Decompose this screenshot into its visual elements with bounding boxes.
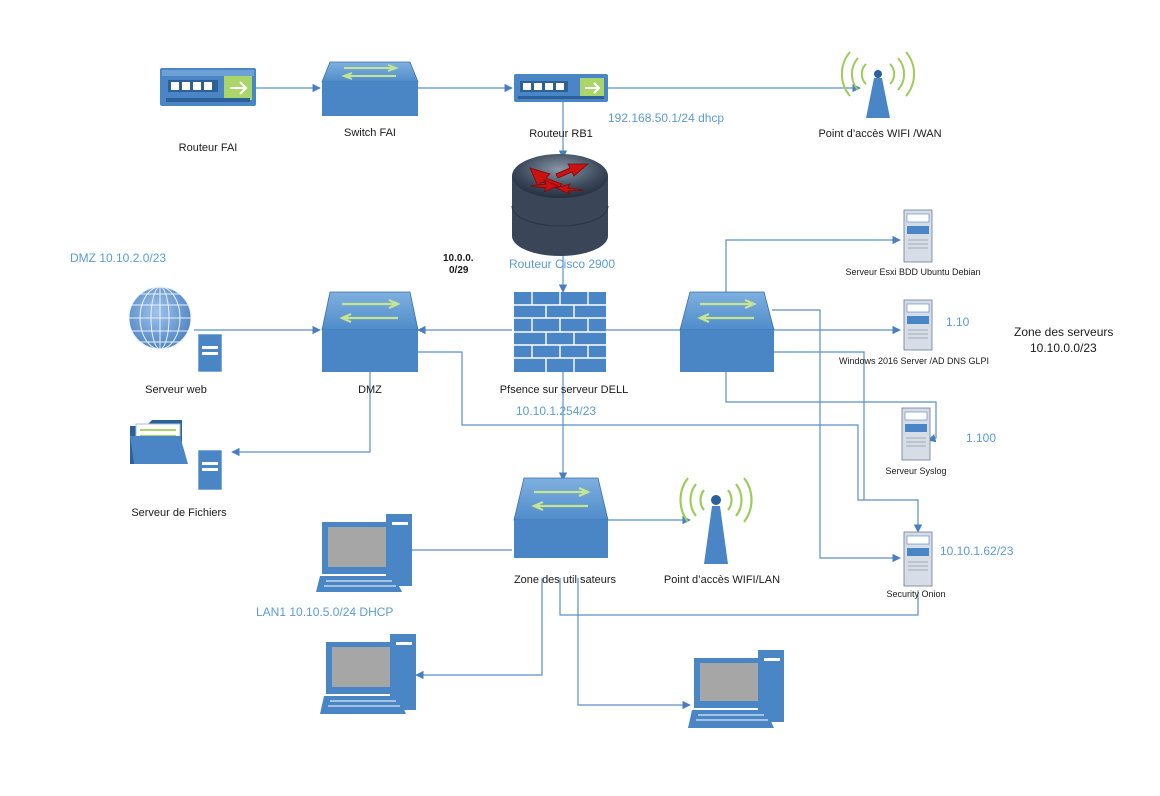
- transit-net-line1: 10.0.0.: [443, 253, 474, 264]
- wifi-wan-label: Point d’accès WIFI /WAN: [818, 128, 941, 140]
- pfsense-firewall[interactable]: Pfsence sur serveur DELL 10.10.1.254/23: [500, 292, 628, 418]
- dmz-switch[interactable]: DMZ: [321, 291, 419, 396]
- syslog-ip-label: 1.100: [966, 431, 996, 445]
- onion-ip-label: 10.10.1.62/23: [940, 544, 1014, 558]
- user-zone-label: Zone des util sateurs: [514, 574, 617, 586]
- onion-label: Security Onion: [886, 589, 945, 599]
- user-switch[interactable]: Zone des util sateurs: [513, 477, 617, 586]
- switch-icon: [513, 477, 609, 558]
- cisco-router-icon: [511, 154, 609, 256]
- workstation-2[interactable]: [320, 634, 416, 714]
- web-server[interactable]: Serveur web: [128, 286, 223, 396]
- switch-icon: [321, 61, 419, 116]
- switch-icon: [679, 291, 775, 372]
- windows-ip-label: 1.10: [946, 315, 970, 329]
- router-rb1[interactable]: Routeur RB1 192.168.50.1/24 dhcp: [514, 74, 724, 140]
- file-server[interactable]: Serveur de Fichiers: [130, 420, 227, 519]
- wifi-antenna-icon: [679, 477, 753, 564]
- link-users-onion: [559, 578, 919, 616]
- folder-icon: [130, 420, 188, 464]
- file-server-label: Serveur de Fichiers: [131, 507, 227, 519]
- router-rb1-label: Routeur RB1: [529, 128, 593, 140]
- server-tower-icon: [197, 333, 223, 373]
- server-tower-icon: [903, 209, 933, 263]
- server-zone-line2: 10.10.0.0/23: [1030, 341, 1097, 355]
- workstation-icon: [688, 650, 784, 728]
- esxi-server[interactable]: Serveur Esxi BDD Ubuntu Debian: [845, 209, 981, 277]
- link-users-pc3: [577, 578, 691, 710]
- dmz-net-label: DMZ 10.10.2.0/23: [70, 251, 166, 265]
- server-tower-icon: [903, 531, 933, 587]
- workstation-icon: [320, 634, 416, 714]
- router-icon: [514, 74, 608, 102]
- security-onion[interactable]: Security Onion 10.10.1.62/23: [886, 531, 1014, 599]
- firewall-icon: [514, 292, 606, 372]
- link-sw-esxi: [725, 235, 901, 304]
- router-cisco[interactable]: Routeur Cisco 2900: [509, 154, 615, 271]
- wifi-lan-label: Point d’accès WIFI/LAN: [664, 574, 780, 586]
- windows-server[interactable]: Windows 2016 Server /AD DNS GLPI 1.10: [839, 299, 989, 366]
- transit-net-line2: 0/29: [449, 265, 469, 276]
- wifi-antenna-icon: [840, 51, 916, 118]
- dmz-switch-label: DMZ: [358, 384, 382, 396]
- rb1-ip-label: 192.168.50.1/24 dhcp: [608, 111, 724, 125]
- server-zone-line1: Zone des serveurs: [1014, 325, 1113, 339]
- switch-icon: [321, 291, 419, 372]
- pfsense-label: Pfsence sur serveur DELL: [500, 384, 628, 396]
- wifi-wan[interactable]: Point d’accès WIFI /WAN: [818, 51, 942, 140]
- switch-fai[interactable]: Switch FAI: [321, 61, 419, 139]
- router-cisco-label: Routeur Cisco 2900: [509, 257, 615, 271]
- wifi-lan[interactable]: Point d’accès WIFI/LAN: [664, 477, 780, 586]
- link-dmz-onion: [418, 351, 923, 533]
- link-dmz-fichiers: [231, 372, 371, 457]
- link-sw-onion: [772, 309, 901, 563]
- globe-icon: [128, 286, 192, 350]
- workstation-icon: [316, 514, 412, 592]
- esxi-label: Serveur Esxi BDD Ubuntu Debian: [845, 267, 980, 277]
- workstation-1[interactable]: [316, 514, 412, 592]
- router-icon: [160, 68, 256, 106]
- server-tower-icon: [197, 449, 223, 491]
- syslog-server[interactable]: Serveur Syslog 1.100: [885, 407, 996, 476]
- router-fai[interactable]: Routeur FAI: [160, 68, 256, 154]
- web-server-label: Serveur web: [145, 384, 207, 396]
- server-tower-icon: [903, 299, 933, 351]
- router-fai-label: Routeur FAI: [179, 142, 238, 154]
- server-switch[interactable]: [679, 291, 775, 372]
- lan-net-label: LAN1 10.10.5.0/24 DHCP: [256, 605, 393, 619]
- windows-label: Windows 2016 Server /AD DNS GLPI: [839, 356, 989, 366]
- connections: [194, 83, 937, 710]
- server-tower-icon: [901, 407, 931, 461]
- switch-fai-label: Switch FAI: [344, 127, 396, 139]
- workstation-3[interactable]: [688, 650, 784, 728]
- link-sw-syslog: [725, 372, 937, 443]
- link-sw-onion-2: [772, 351, 865, 500]
- pfsense-ip-label: 10.10.1.254/23: [516, 404, 596, 418]
- link-users-pc2: [415, 578, 543, 680]
- syslog-label: Serveur Syslog: [885, 466, 946, 476]
